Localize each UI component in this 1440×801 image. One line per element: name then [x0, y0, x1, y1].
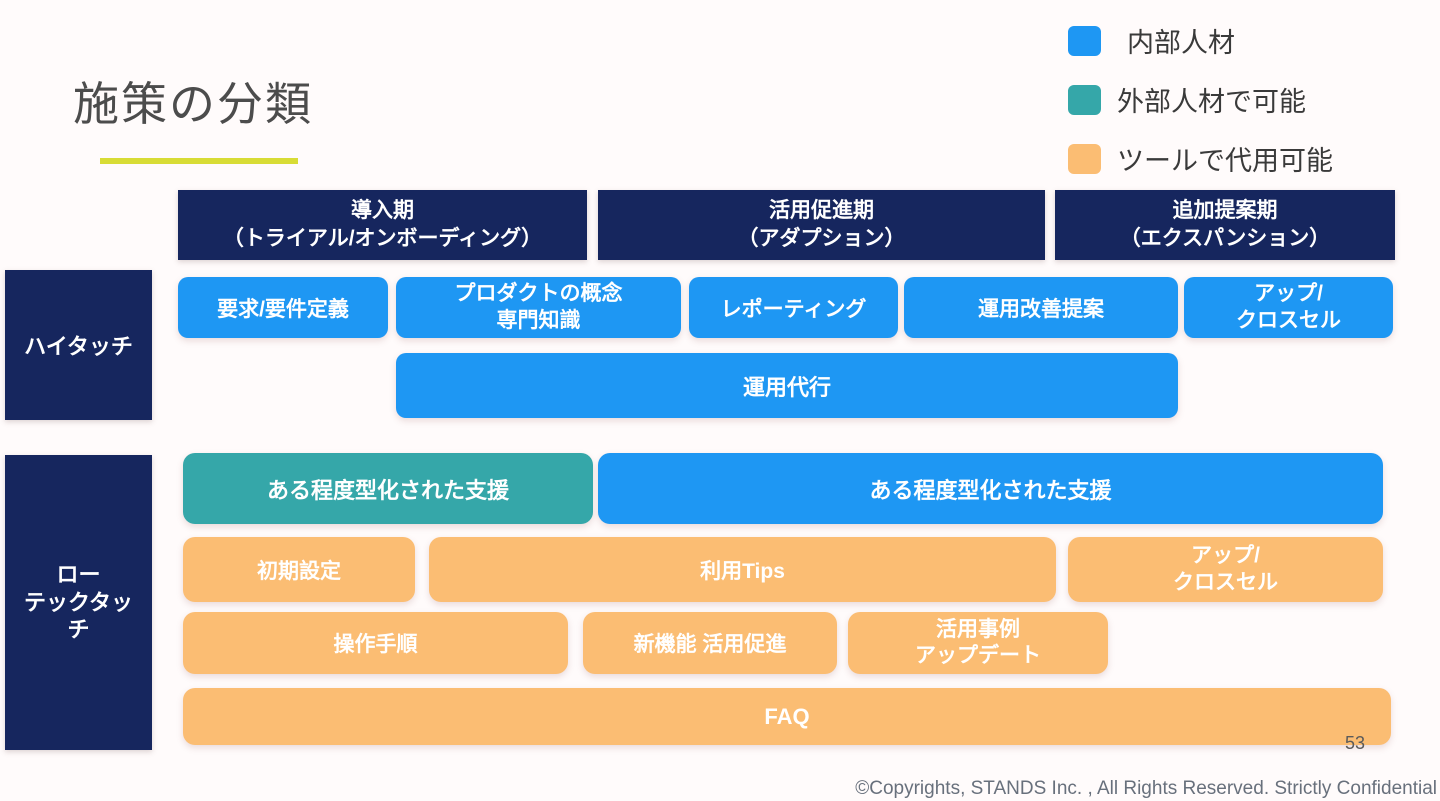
box-reporting: レポーティング [689, 277, 898, 338]
box-usage-tips: 利用Tips [429, 537, 1056, 602]
legend-label-tool: ツールで代用可能 [1117, 146, 1333, 176]
box-up-cross-sell-low: アップ/ クロスセル [1068, 537, 1383, 602]
legend-label-external: 外部人材で可能 [1117, 87, 1306, 117]
box-product-concept-expertise: プロダクトの概念 専門知識 [396, 277, 681, 338]
phase-title: 導入期 [351, 198, 414, 222]
legend-item-internal: 内部人材 [1068, 21, 1333, 60]
legend-swatch-external-icon [1068, 84, 1101, 115]
box-operation-procedure: 操作手順 [183, 612, 568, 674]
page-title: 施策の分類 [73, 78, 313, 130]
footer-copyright: ©Copyrights, STANDS Inc. , All Rights Re… [855, 778, 1437, 799]
box-faq: FAQ [183, 688, 1391, 745]
phase-subtitle: （アダプション） [737, 227, 906, 250]
page-number: 53 [1345, 733, 1366, 753]
title-underline [100, 158, 298, 164]
legend-label-internal: 内部人材 [1127, 28, 1235, 58]
box-new-feature-promotion: 新機能 活用促進 [583, 612, 837, 674]
box-templated-support-internal: ある程度型化された支援 [598, 453, 1383, 524]
row-label-low-tech-touch: ロー テックタッ チ [5, 455, 152, 750]
box-up-cross-sell-high: アップ/ クロスセル [1184, 277, 1393, 338]
legend-item-tool: ツールで代用可能 [1068, 139, 1333, 178]
box-operation-agency: 運用代行 [396, 353, 1178, 418]
phase-header-expansion: 追加提案期 （エクスパンション） [1055, 190, 1395, 260]
phase-subtitle: （エクスパンション） [1119, 227, 1331, 250]
legend-swatch-tool-icon [1068, 143, 1101, 174]
row-label-high-touch: ハイタッチ [5, 270, 152, 420]
legend-swatch-internal-icon [1068, 25, 1101, 56]
phase-title: 活用促進期 [769, 198, 874, 222]
phase-header-adoption: 活用促進期 （アダプション） [598, 190, 1045, 260]
phase-subtitle: （トライアル/オンボーディング） [222, 227, 543, 250]
box-initial-setup: 初期設定 [183, 537, 415, 602]
phase-title: 追加提案期 [1172, 198, 1278, 222]
box-requirements-definition: 要求/要件定義 [178, 277, 388, 338]
box-case-study-update: 活用事例 アップデート [848, 612, 1108, 674]
legend-item-external: 外部人材で可能 [1068, 80, 1333, 119]
box-templated-support-external: ある程度型化された支援 [183, 453, 593, 524]
box-operation-improvement-proposal: 運用改善提案 [904, 277, 1178, 338]
legend: 内部人材 外部人材で可能 ツールで代用可能 [1068, 21, 1333, 178]
phase-header-introduction: 導入期 （トライアル/オンボーディング） [178, 190, 587, 260]
